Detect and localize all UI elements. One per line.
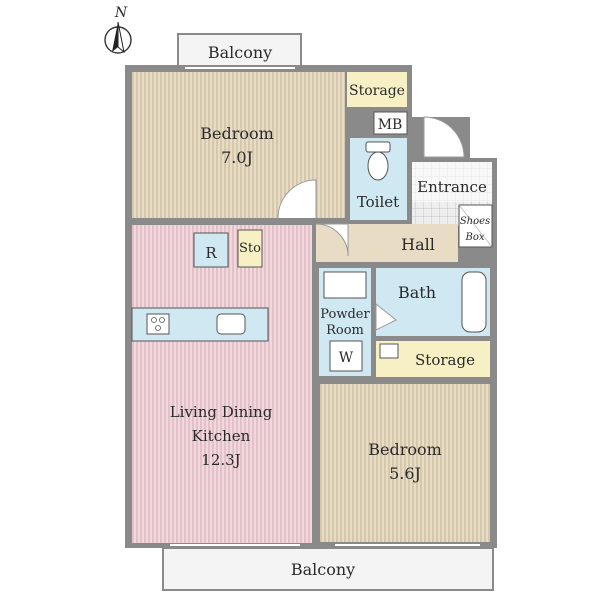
hall-label: Hall (401, 235, 435, 254)
stove-icon (146, 313, 170, 335)
powder-room: Powder Room W (319, 268, 371, 376)
storage-shelf-icon (379, 343, 399, 359)
door-swing-entrance (423, 116, 465, 158)
ldk-line1: Living Dining (170, 403, 273, 421)
bedroom-north-size: 7.0J (221, 148, 253, 167)
door-swing-bedroom-north (277, 179, 317, 219)
meter-box: MB (373, 111, 408, 135)
door-swing-bath (375, 302, 397, 331)
compass-label: N (114, 5, 128, 21)
north-compass: N (104, 5, 132, 54)
bathroom: Bath (375, 268, 490, 336)
compass-arrow-outline-icon (117, 21, 125, 54)
shoes-box: Shoes Box (458, 204, 493, 248)
refrigerator: R (193, 232, 229, 268)
sink-icon (216, 313, 246, 335)
storage-mid-label: Storage (415, 351, 475, 369)
toilet-label: Toilet (357, 193, 399, 211)
shoes-box-line2: Box (464, 232, 484, 243)
door-swing-hall (315, 223, 349, 257)
bedroom-south: Bedroom 5.6J (320, 384, 490, 542)
toilet-bowl-icon (367, 151, 389, 181)
storage-top-label: Storage (349, 83, 405, 99)
vanity-icon (323, 271, 367, 299)
entrance-label: Entrance (417, 178, 487, 196)
ldk-line2: Kitchen (192, 427, 251, 445)
balcony-top-label: Balcony (208, 43, 272, 62)
toilet-tank-icon (365, 141, 391, 153)
powder-room-line2: Room (326, 323, 364, 338)
bedroom-south-name: Bedroom (368, 440, 442, 459)
window-marks (170, 67, 480, 546)
ldk-size: 12.3J (201, 451, 240, 469)
small-storage: Sto (237, 229, 263, 268)
storage-mid: Storage (376, 341, 490, 377)
compass-arrow-icon (112, 22, 118, 52)
bedroom-north-name: Bedroom (200, 124, 274, 143)
bathtub-icon (461, 271, 487, 333)
small-storage-label: Sto (239, 241, 261, 256)
bath-label: Bath (398, 283, 436, 302)
washer-label: W (339, 350, 354, 366)
meter-box-label: MB (378, 117, 403, 133)
shoes-box-line1: Shoes (460, 216, 490, 227)
balcony-bottom-label: Balcony (291, 560, 355, 579)
balcony-top: Balcony (177, 33, 302, 69)
powder-room-line1: Powder (320, 307, 370, 322)
bedroom-south-size: 5.6J (389, 464, 421, 483)
refrigerator-label: R (205, 244, 217, 262)
washer-box (329, 340, 363, 372)
living-dining-kitchen: Living Dining Kitchen 12.3J (131, 225, 312, 543)
hall: Hall (315, 223, 458, 262)
balcony-bottom: Balcony (162, 547, 494, 591)
storage-top: Storage (347, 72, 407, 107)
bedroom-north: Bedroom 7.0J (132, 72, 345, 219)
toilet-room: Toilet (350, 138, 407, 220)
